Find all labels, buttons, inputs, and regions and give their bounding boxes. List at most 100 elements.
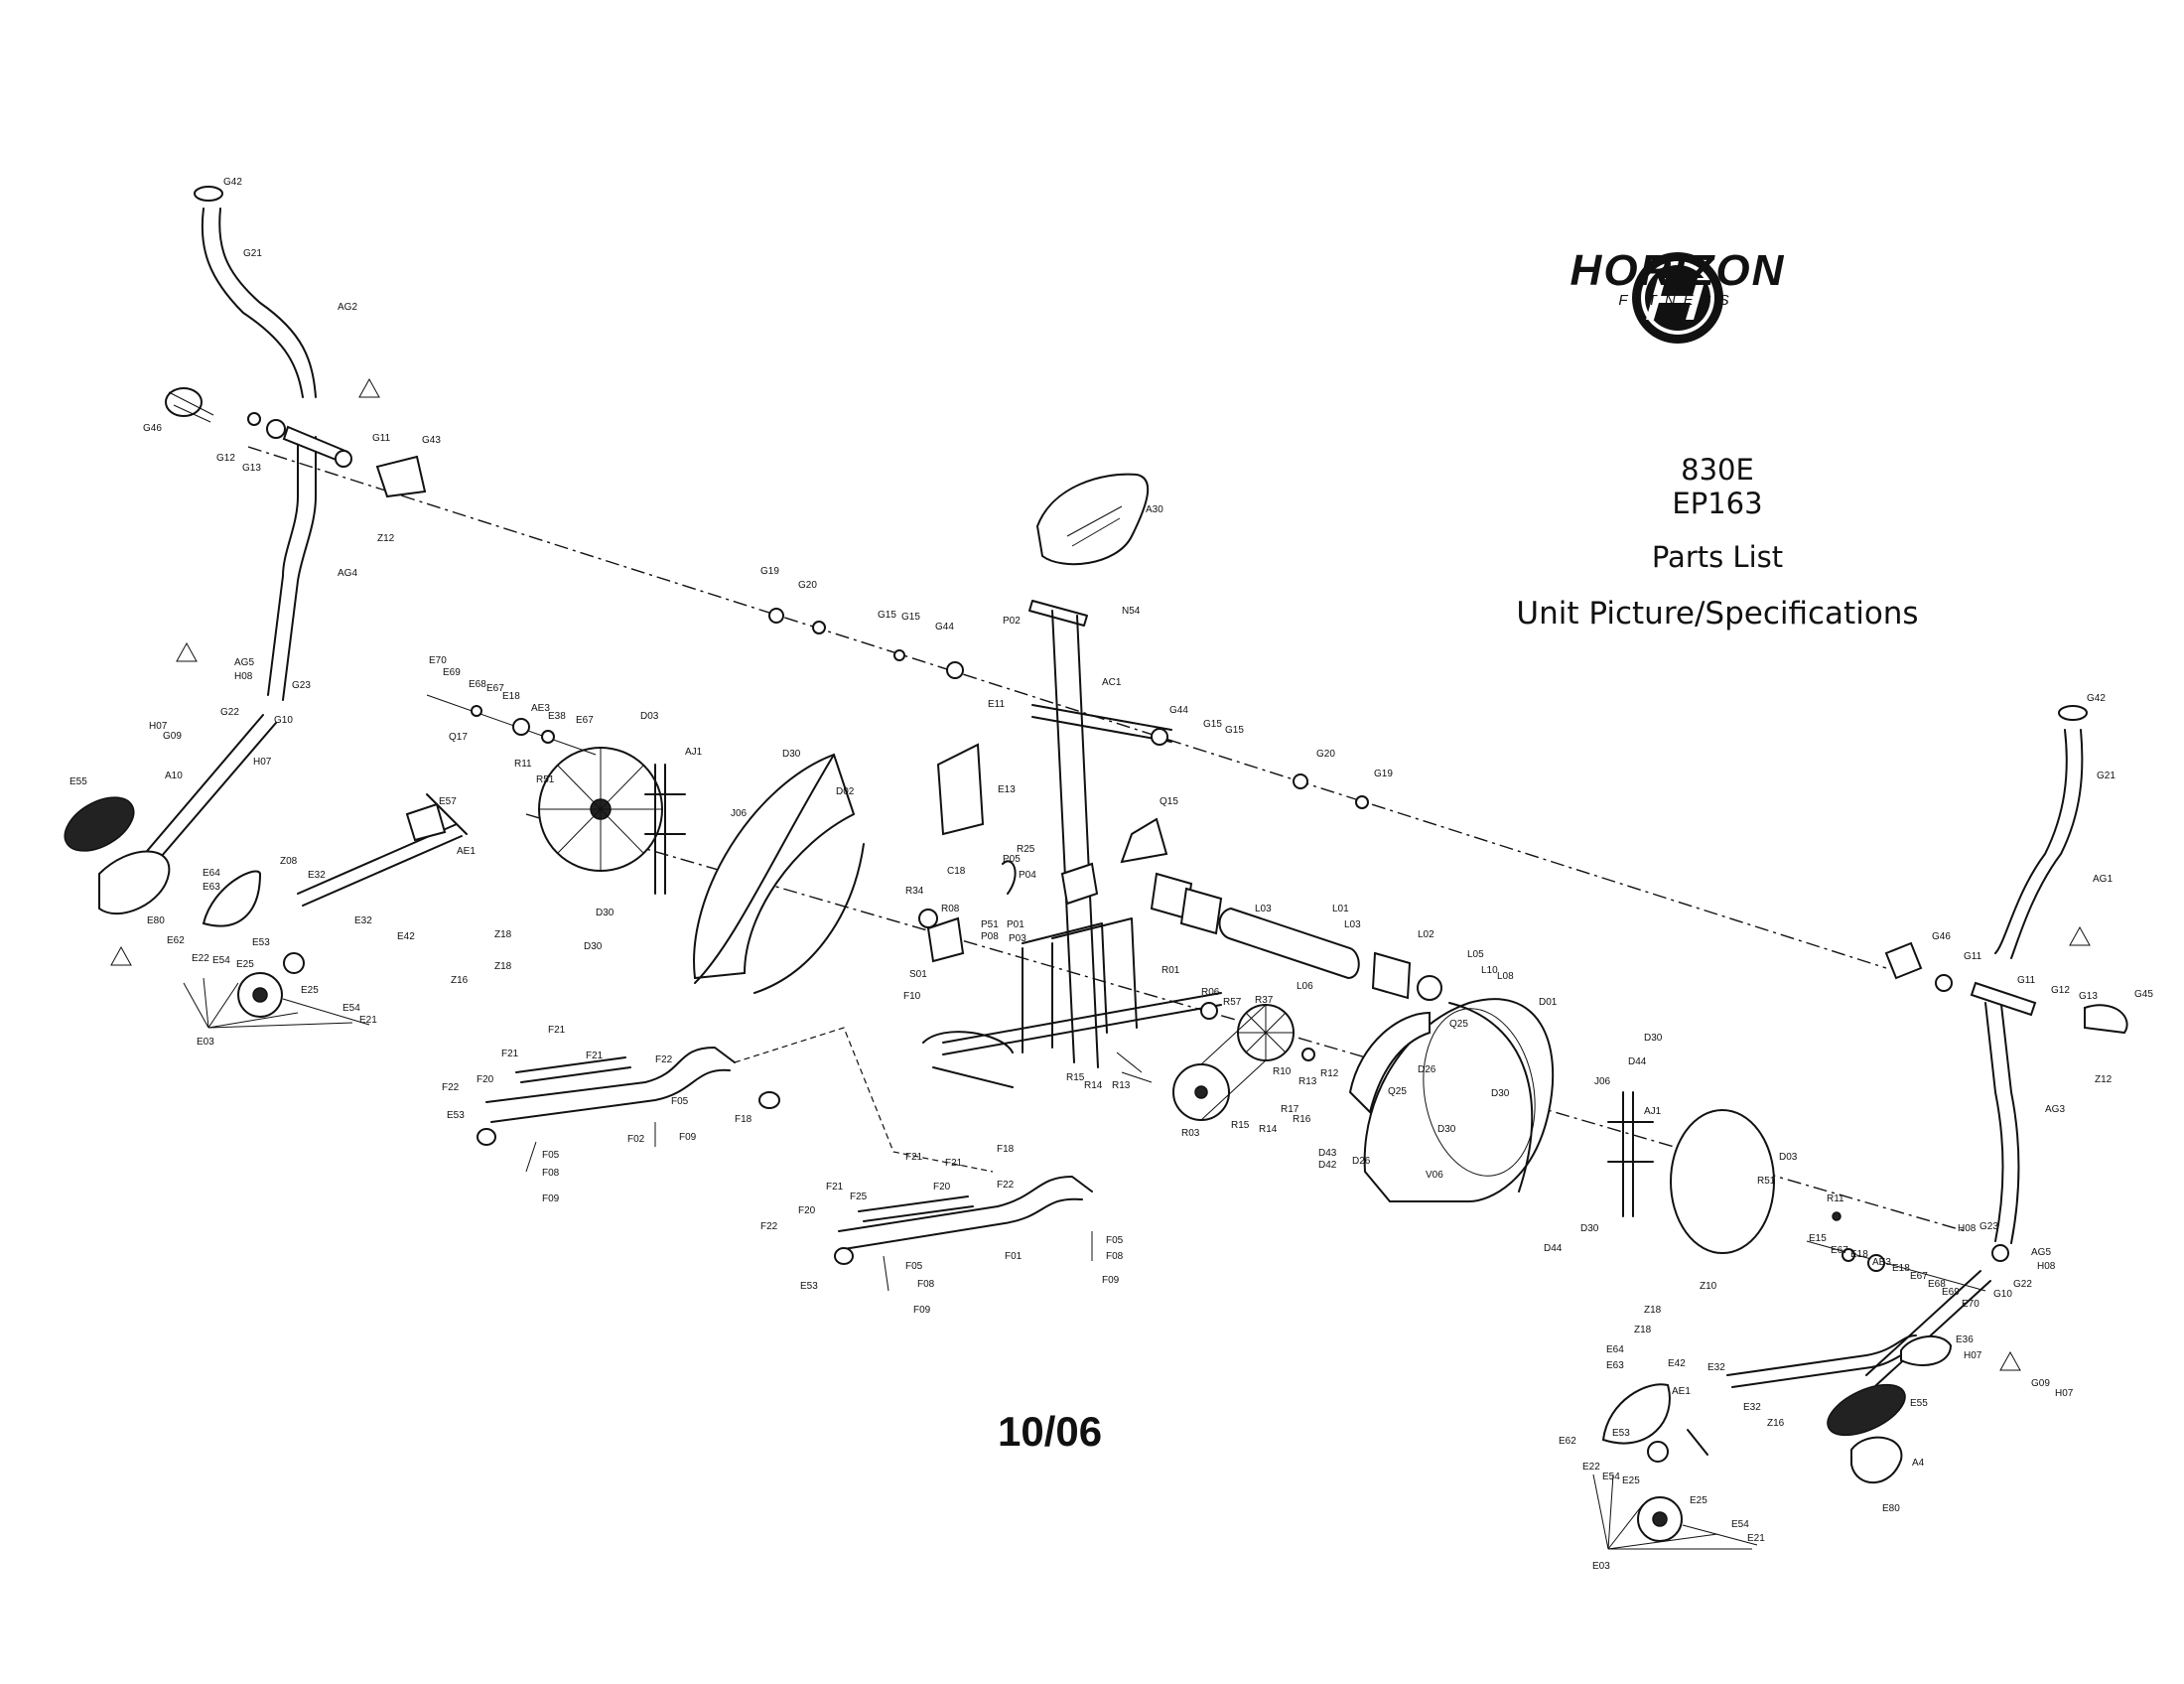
pivot-tube-right <box>1970 981 2037 1017</box>
label-h07-right: H07 <box>1964 1350 1982 1361</box>
cover-d02-left <box>693 753 856 980</box>
bushing-ae3-right <box>1867 1254 1885 1272</box>
label-g15-right-2: G15 <box>1225 725 1244 736</box>
label-e11: E11 <box>988 699 1005 710</box>
label-f25-front: F25 <box>850 1192 868 1202</box>
flywheel-d03-right <box>1670 1109 1775 1254</box>
label-v06: V06 <box>1426 1170 1443 1181</box>
label-e63-left: E63 <box>203 882 220 893</box>
label-e62-right: E62 <box>1559 1436 1576 1447</box>
label-e32-right: E32 <box>1707 1362 1725 1373</box>
label-f09-front: F09 <box>913 1305 931 1316</box>
rear-stabilizer-f02 <box>485 1047 736 1123</box>
label-g42-right: G42 <box>2087 693 2106 704</box>
label-z08: Z08 <box>280 856 298 867</box>
label-f10-center: F10 <box>903 991 921 1002</box>
label-g10-left: G10 <box>274 715 293 726</box>
label-f05-left: F05 <box>671 1096 689 1107</box>
label-f08-front: F08 <box>917 1279 935 1290</box>
label-e21-right: E21 <box>1747 1533 1765 1544</box>
wheel-hub-right <box>1652 1511 1668 1527</box>
label-g19-center: G19 <box>760 566 779 577</box>
label-e80-right: E80 <box>1882 1503 1900 1514</box>
label-g11-right: G11 <box>1964 951 1982 962</box>
spec-title: Unit Picture/Specifications <box>1516 596 1919 632</box>
label-l02: L02 <box>1418 929 1434 940</box>
label-e53-right: E53 <box>1612 1428 1630 1439</box>
pulley-assembly <box>1116 1002 1315 1121</box>
bushing-g11-left <box>335 450 352 468</box>
label-d42: D42 <box>1318 1160 1337 1171</box>
bushing-g11-right <box>1935 974 1953 992</box>
label-d01: D01 <box>1539 997 1558 1008</box>
bracket-aj1-right <box>1607 1091 1654 1217</box>
label-r10: R10 <box>1273 1066 1292 1077</box>
label-e57-left: E57 <box>439 796 457 807</box>
label-r37: R37 <box>1255 995 1274 1006</box>
label-r08: R08 <box>941 904 960 914</box>
parts-list-title: Parts List <box>1651 540 1784 574</box>
label-e32-right-2: E32 <box>1743 1402 1761 1413</box>
label-f08-front-2: F08 <box>1106 1251 1124 1262</box>
label-d30-left-2: D30 <box>584 941 603 952</box>
end-cap-e53-front <box>834 1247 854 1265</box>
label-r13: R13 <box>1298 1076 1317 1087</box>
label-z12-right: Z12 <box>2095 1074 2113 1085</box>
rail-f25-front <box>858 1195 974 1222</box>
label-ag4: AG4 <box>338 568 357 579</box>
label-g45: G45 <box>2134 989 2153 1000</box>
assembly-axis-line <box>247 446 1887 969</box>
support-bracket-aj1-left <box>644 764 686 895</box>
warning-triangle-left <box>358 377 380 398</box>
warning-triangle-right <box>2069 925 2091 946</box>
hub-l05 <box>1371 951 1412 1000</box>
label-g15-center-2: G15 <box>901 612 920 623</box>
label-g43: G43 <box>422 435 441 446</box>
label-f22-front-2: F22 <box>997 1180 1015 1191</box>
label-f21-left: F21 <box>548 1025 566 1036</box>
shroud-d30-left <box>694 754 865 994</box>
bushing-g20-center <box>812 621 826 634</box>
label-q25-2: Q25 <box>1388 1086 1407 1097</box>
bushing-ae3-left <box>512 718 530 736</box>
end-cap-f18-left <box>758 1091 780 1109</box>
label-g13-left: G13 <box>242 463 261 474</box>
title-block: 830E EP163 Parts List Unit Picture/Speci… <box>1439 453 1995 632</box>
label-e67-right-2: E67 <box>1910 1271 1928 1282</box>
label-r14: R14 <box>1084 1080 1103 1091</box>
sprocket-spokes-r37 <box>1238 1005 1294 1060</box>
bushing-e68-left <box>471 705 482 717</box>
label-h00-right: H08 <box>2037 1261 2056 1272</box>
label-e18-left: E18 <box>502 691 520 702</box>
label-h07-right-2: H07 <box>2055 1388 2074 1399</box>
axis-hardware <box>768 608 1369 809</box>
label-l03-2: L03 <box>1344 919 1361 930</box>
bushing-g13-left <box>266 419 286 439</box>
cap-g42-right <box>2058 705 2088 721</box>
label-g22-right: G22 <box>2013 1279 2032 1290</box>
foot-pedal-e55-right <box>1827 1383 1906 1437</box>
label-ag3: AG3 <box>2045 1104 2065 1115</box>
label-f01: F01 <box>1005 1251 1023 1262</box>
wheel-hub-left <box>252 987 268 1003</box>
leader-e03-left <box>183 977 353 1029</box>
label-e25-left-2: E25 <box>301 985 319 996</box>
label-d30-right-2: D30 <box>1644 1033 1663 1044</box>
ball-e53-left <box>283 952 305 974</box>
bushing-g20-right <box>1293 773 1308 789</box>
label-d26-2: D26 <box>1352 1156 1371 1167</box>
grip-body-left <box>168 391 214 423</box>
label-r14-2: R14 <box>1259 1124 1278 1135</box>
washer-r12 <box>1301 1048 1315 1061</box>
motor-housing-r25 <box>1060 862 1099 906</box>
label-g21-right: G21 <box>2097 771 2116 781</box>
label-h08-right: H08 <box>1958 1223 1977 1234</box>
label-e25-right-2: E25 <box>1690 1495 1707 1506</box>
label-f22-left-2: F22 <box>442 1082 460 1093</box>
label-d44-right-2: D44 <box>1544 1243 1563 1254</box>
seat-a30 <box>1035 473 1150 566</box>
label-g09-left: G09 <box>163 731 182 742</box>
pedal-cover-e80-left <box>98 850 171 914</box>
label-e68-left: E68 <box>469 679 486 690</box>
label-h07-left-2: H07 <box>253 757 272 768</box>
